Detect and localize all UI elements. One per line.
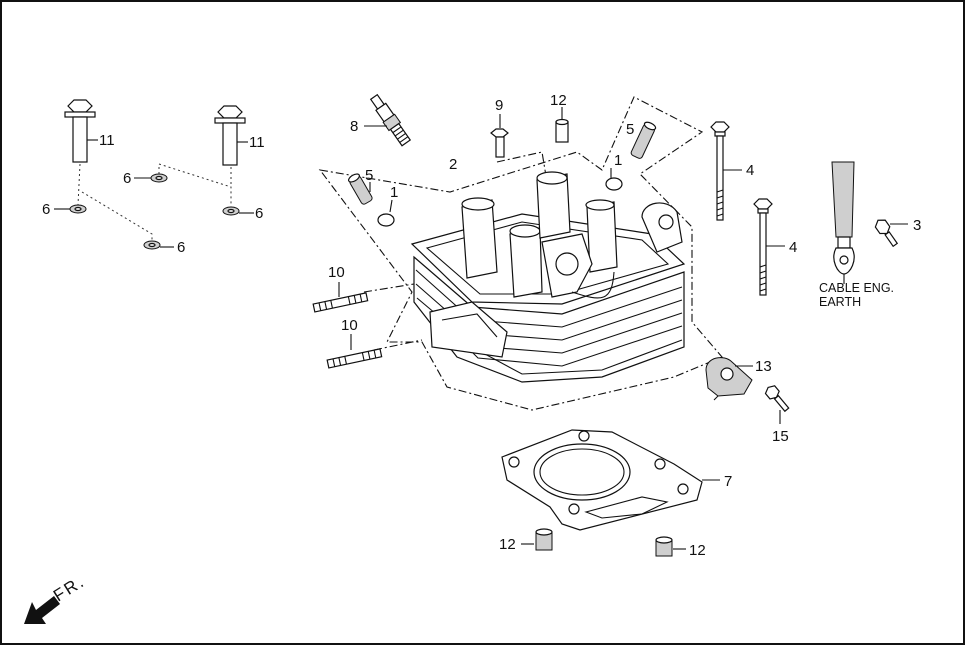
bolt-15: [764, 385, 790, 413]
dowel-pin-right: [655, 536, 673, 557]
label-11: 11: [99, 132, 115, 149]
label-13: 13: [755, 358, 772, 375]
dowel-pin-top: [555, 118, 569, 143]
head-gasket: [501, 429, 703, 531]
label-2: 2: [449, 156, 457, 173]
flange-bolt-left: [64, 99, 96, 163]
stud-guide-top: [363, 283, 415, 293]
label-6: 6: [42, 201, 50, 218]
clip-left: [377, 213, 395, 227]
label-1: 1: [390, 184, 398, 201]
long-bolt-bottom: [753, 198, 773, 296]
stud-guide-bottom: [373, 339, 423, 351]
label-10: 10: [341, 317, 358, 334]
clip-right: [605, 177, 623, 191]
arrow-down-left-icon: [24, 596, 60, 624]
dowel-pin-left: [535, 528, 553, 551]
label-11: 11: [249, 134, 265, 151]
valve-cap-left: [347, 173, 373, 205]
label-7: 7: [724, 473, 732, 490]
valve-cap-right: [630, 121, 657, 159]
label-6: 6: [255, 205, 263, 222]
stud-bolt-bottom: [326, 348, 383, 369]
label-12: 12: [499, 536, 516, 553]
label-5: 5: [365, 167, 373, 184]
screw-3: [874, 219, 899, 248]
bracket-13: [705, 357, 753, 401]
label-3: 3: [913, 217, 921, 234]
washer-guides: [77, 163, 232, 242]
earth-cable: [831, 161, 855, 275]
label-15: 15: [772, 428, 789, 445]
cable-label-line2: EARTH: [819, 295, 861, 309]
cable-label-line1: CABLE ENG.: [819, 281, 894, 295]
label-5: 5: [626, 121, 634, 138]
label-8: 8: [350, 118, 358, 135]
label-10: 10: [328, 264, 345, 281]
label-12: 12: [550, 92, 567, 109]
flange-bolt-right: [214, 105, 246, 166]
small-bolt-9: [490, 128, 509, 158]
spark-plug: [369, 93, 412, 147]
label-1: 1: [614, 152, 622, 169]
label-4: 4: [746, 162, 754, 179]
label-9: 9: [495, 97, 503, 114]
label-6: 6: [123, 170, 131, 187]
stud-bolt-top: [312, 292, 369, 313]
direction-label: FR.: [50, 572, 88, 606]
cylinder-head: [410, 171, 686, 383]
washers: [69, 173, 240, 250]
label-12: 12: [689, 542, 706, 559]
label-6: 6: [177, 239, 185, 256]
long-bolt-top: [710, 121, 730, 221]
label-4: 4: [789, 239, 797, 256]
